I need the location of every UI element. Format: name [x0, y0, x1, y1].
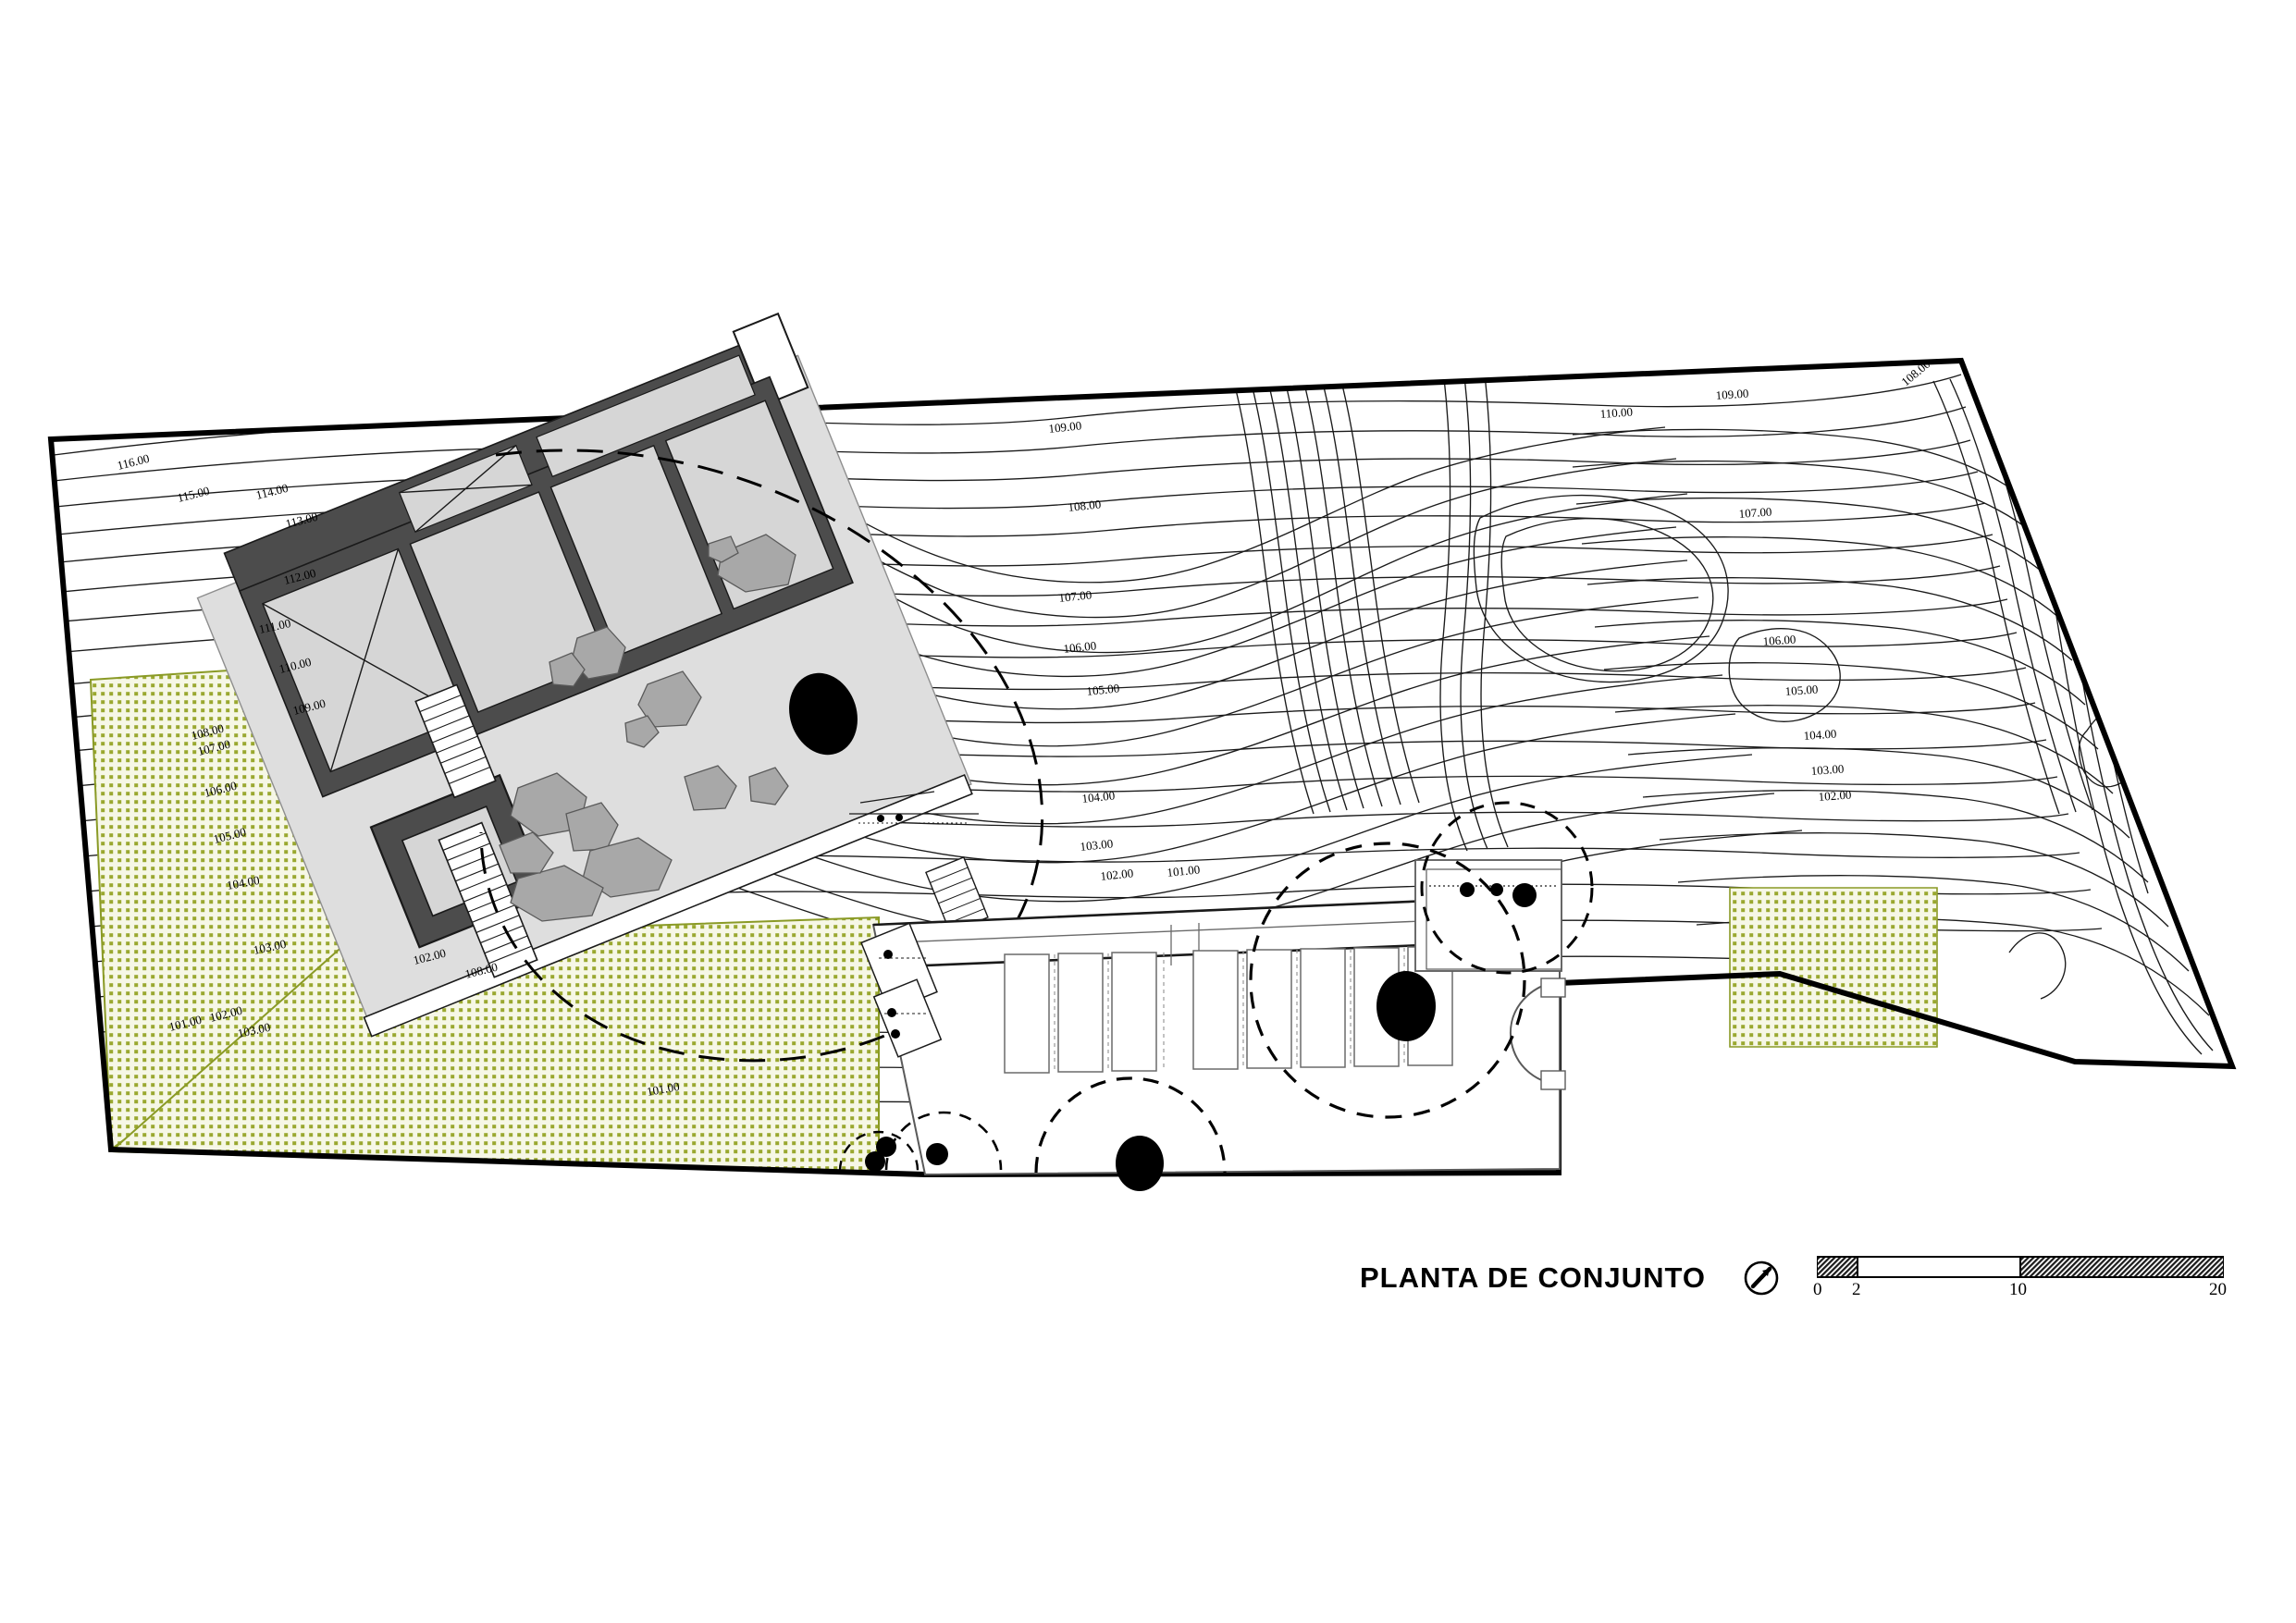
tree-trunk-7	[876, 1137, 896, 1157]
tree-trunk-5	[1116, 1136, 1164, 1191]
scale-label-20: 20	[2208, 1280, 2227, 1299]
room-3	[549, 444, 723, 657]
retaining-wall	[363, 773, 973, 1038]
scale-bar: 0 2 10 20	[1813, 1253, 2227, 1302]
trees	[838, 801, 1594, 1191]
tree-trunk-2	[1490, 883, 1503, 896]
rock-outcrops	[499, 534, 796, 922]
room-6	[536, 354, 756, 478]
scale-label-10: 10	[2008, 1280, 2027, 1299]
tree-trunk-3	[1512, 883, 1537, 907]
scale-label-0: 0	[1812, 1280, 1822, 1299]
tree-trunk-1	[1460, 882, 1475, 897]
tree-canopy-5	[838, 1130, 920, 1172]
scale-segment-2-10	[1856, 1256, 2021, 1278]
green-island-parking	[1729, 887, 1938, 1048]
survey-markers	[849, 791, 979, 824]
scale-segment-0-2	[1815, 1256, 1858, 1278]
room-2	[409, 491, 608, 713]
page-title: PLANTA DE CONJUNTO	[1360, 1260, 1706, 1294]
tree-canopy-2	[1249, 842, 1526, 1119]
roof-end-cap	[732, 312, 809, 407]
tree-trunk-6	[926, 1143, 948, 1165]
tree-canopy-3	[1034, 1076, 1227, 1174]
title-block: PLANTA DE CONJUNTO 0 2	[1360, 1253, 2227, 1302]
scale-segment-10-20	[2018, 1256, 2225, 1278]
north-arrow-icon	[1741, 1258, 1782, 1298]
solid-tree-canopy-north	[789, 672, 858, 756]
scale-label-2: 2	[1851, 1280, 1861, 1299]
tree-trunk-8	[865, 1151, 885, 1172]
parking-access-box	[1414, 859, 1562, 972]
tree-canopy-1	[1420, 801, 1594, 975]
site-boundary	[47, 357, 2237, 1178]
tree-trunk-4	[1376, 971, 1436, 1041]
